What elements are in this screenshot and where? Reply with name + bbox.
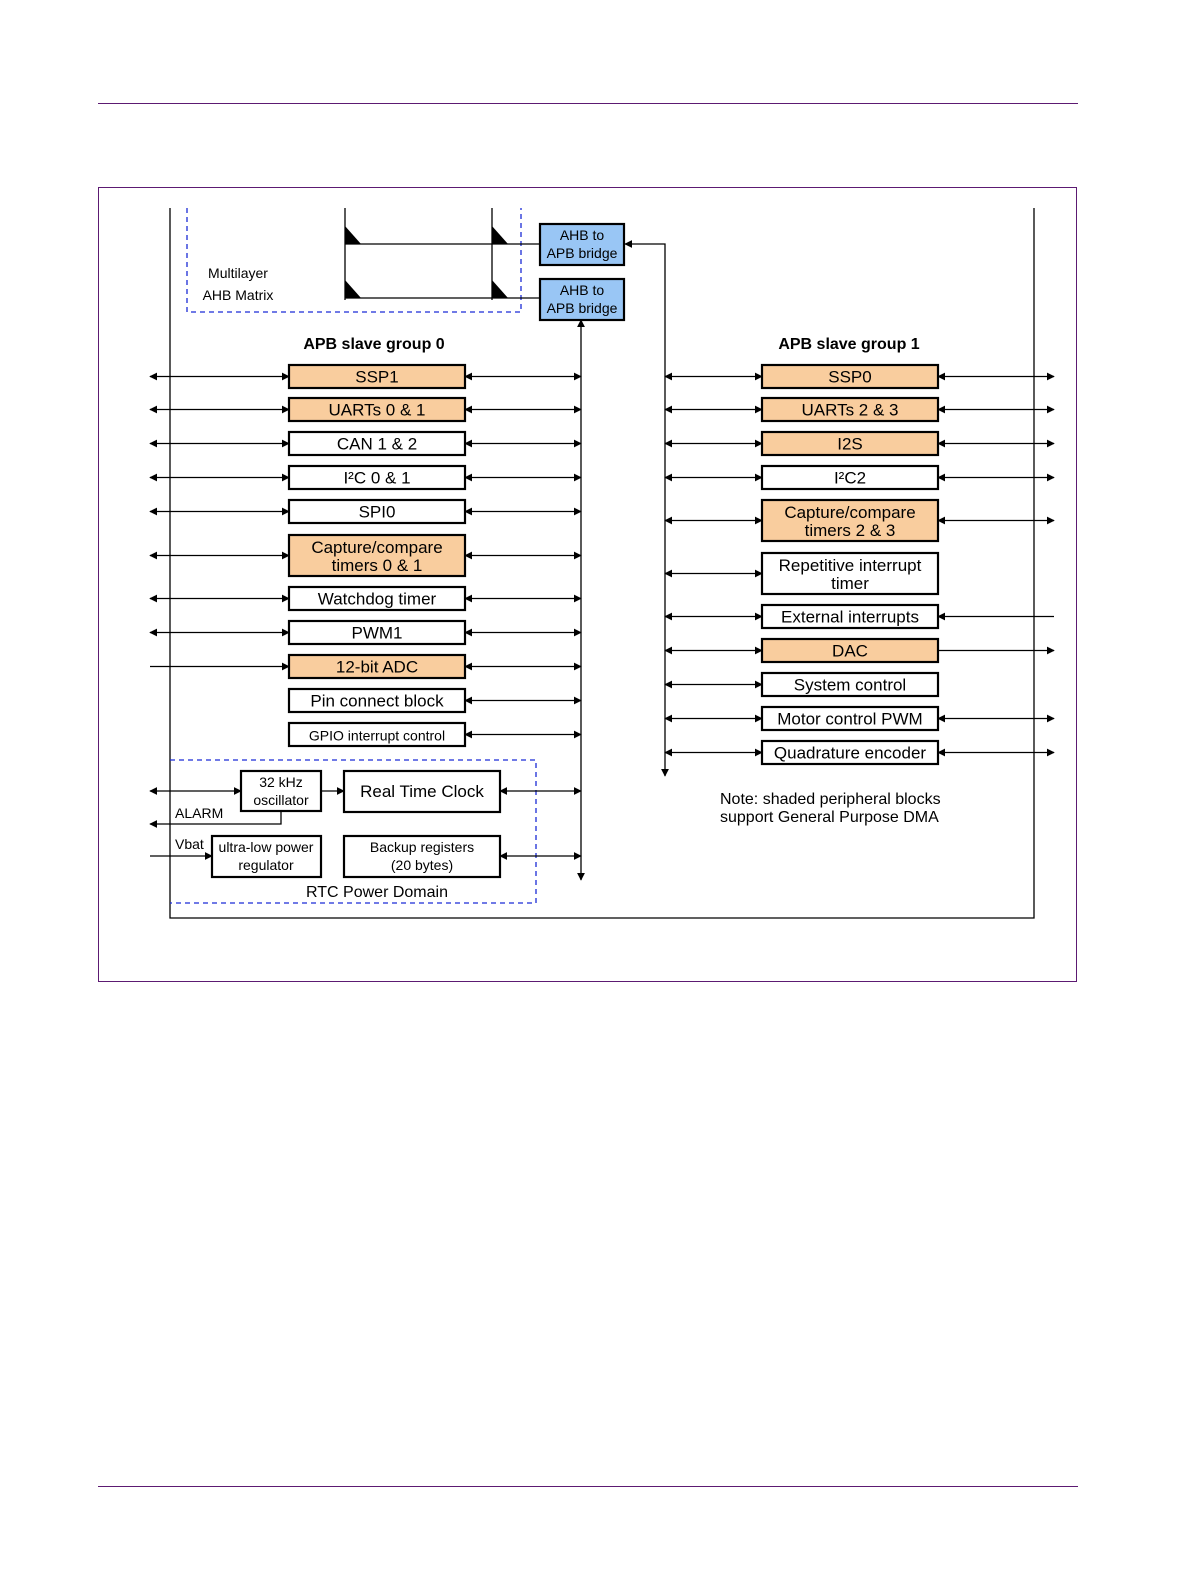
svg-text:PWM1: PWM1 [352, 624, 403, 643]
matrix-label-1: Multilayer [208, 265, 268, 281]
group1-block-9: Motor control PWM [760, 705, 940, 732]
svg-text:AHB to: AHB to [560, 227, 605, 243]
rtc-real-time-clock: Real Time Clock [342, 769, 502, 814]
svg-text:External interrupts: External interrupts [781, 608, 919, 627]
header-rule [98, 103, 1078, 104]
ahb-matrix-outline [186, 208, 522, 313]
group1-block-2: I2S [760, 430, 940, 457]
matrix-port-1b [492, 226, 508, 244]
vbat-label: Vbat [175, 836, 204, 852]
rtc-domain-outline [170, 759, 537, 904]
svg-text:timers 2 & 3: timers 2 & 3 [805, 521, 896, 540]
svg-text:I²C2: I²C2 [834, 469, 866, 488]
group0-block-1: UARTs 0 & 1 [287, 396, 467, 423]
group0-block-9: Pin connect block [287, 687, 467, 714]
svg-text:32 kHz: 32 kHz [259, 774, 303, 790]
svg-text:Watchdog timer: Watchdog timer [318, 590, 437, 609]
chip-boundary [169, 208, 1035, 919]
group1-title: APB slave group 1 [778, 336, 919, 353]
rtc-backup-registers: Backup registers (20 bytes) [342, 834, 502, 879]
ahb-apb-bridge-0: AHB to APB bridge [538, 277, 626, 322]
group0-title: APB slave group 0 [303, 336, 444, 353]
group1-block-7: DAC [760, 637, 940, 664]
svg-text:Capture/compare: Capture/compare [311, 538, 442, 557]
svg-text:Motor control PWM: Motor control PWM [777, 710, 922, 729]
figure-frame [98, 187, 1077, 982]
group0-block-2: CAN 1 & 2 [287, 430, 467, 457]
svg-text:APB bridge: APB bridge [547, 245, 618, 261]
svg-text:12-bit ADC: 12-bit ADC [336, 658, 418, 677]
rtc-regulator: ultra-low power regulator [210, 834, 323, 879]
group0-block-6: Watchdog timer [287, 585, 467, 612]
svg-text:timers 0 & 1: timers 0 & 1 [332, 556, 423, 575]
svg-text:oscillator: oscillator [253, 792, 309, 808]
svg-text:Backup registers: Backup registers [370, 839, 474, 855]
svg-text:SSP0: SSP0 [828, 368, 871, 387]
svg-text:SPI0: SPI0 [359, 503, 396, 522]
svg-text:I²C 0 & 1: I²C 0 & 1 [343, 469, 410, 488]
apb-bus-1 [624, 240, 669, 777]
svg-text:ultra-low power: ultra-low power [219, 839, 314, 855]
matrix-port-1a [345, 226, 361, 244]
group0-block-10: GPIO interrupt control [287, 721, 467, 748]
svg-text:(20 bytes): (20 bytes) [391, 857, 453, 873]
svg-text:regulator: regulator [238, 857, 294, 873]
svg-text:Quadrature encoder: Quadrature encoder [774, 744, 926, 763]
group0-block-0: SSP1 [287, 363, 467, 390]
group0-block-7: PWM1 [287, 619, 467, 646]
svg-text:Repetitive interrupt: Repetitive interrupt [779, 556, 922, 575]
note-line-1: Note: shaded peripheral blocks [720, 791, 941, 808]
svg-text:Pin connect block: Pin connect block [310, 692, 444, 711]
svg-text:UARTs 2 & 3: UARTs 2 & 3 [801, 401, 898, 420]
matrix-port-2a [345, 280, 361, 298]
rtc-domain-label: RTC Power Domain [306, 884, 448, 901]
group0-block-4: SPI0 [287, 498, 467, 525]
footer-rule [98, 1486, 1078, 1487]
svg-text:I2S: I2S [837, 435, 863, 454]
svg-text:UARTs 0 & 1: UARTs 0 & 1 [328, 401, 425, 420]
group0-block-8: 12-bit ADC [287, 653, 467, 680]
svg-text:timer: timer [831, 574, 869, 593]
svg-text:APB bridge: APB bridge [547, 300, 618, 316]
matrix-label-2: AHB Matrix [203, 287, 274, 303]
alarm-output [149, 811, 282, 828]
group1-block-6: External interrupts [760, 603, 940, 630]
group1-block-0: SSP0 [760, 363, 940, 390]
rtc-oscillator: 32 kHz oscillator [239, 769, 323, 813]
note-line-2: support General Purpose DMA [720, 809, 939, 826]
svg-text:CAN 1 & 2: CAN 1 & 2 [337, 435, 417, 454]
matrix-port-2b [492, 280, 508, 298]
svg-text:SSP1: SSP1 [355, 368, 398, 387]
svg-text:AHB to: AHB to [560, 282, 605, 298]
svg-text:Real Time Clock: Real Time Clock [360, 782, 484, 801]
alarm-label: ALARM [175, 805, 223, 821]
group1-block-10: Quadrature encoder [760, 739, 940, 766]
ahb-apb-bridge-1: AHB to APB bridge [538, 222, 626, 267]
group1-block-1: UARTs 2 & 3 [760, 396, 940, 423]
group1-block-3: I²C2 [760, 464, 940, 491]
svg-text:DAC: DAC [832, 642, 868, 661]
svg-text:System control: System control [794, 676, 906, 695]
group1-block-8: System control [760, 671, 940, 698]
svg-text:Capture/compare: Capture/compare [784, 503, 915, 522]
group0-block-3: I²C 0 & 1 [287, 464, 467, 491]
svg-text:GPIO interrupt control: GPIO interrupt control [309, 728, 445, 744]
